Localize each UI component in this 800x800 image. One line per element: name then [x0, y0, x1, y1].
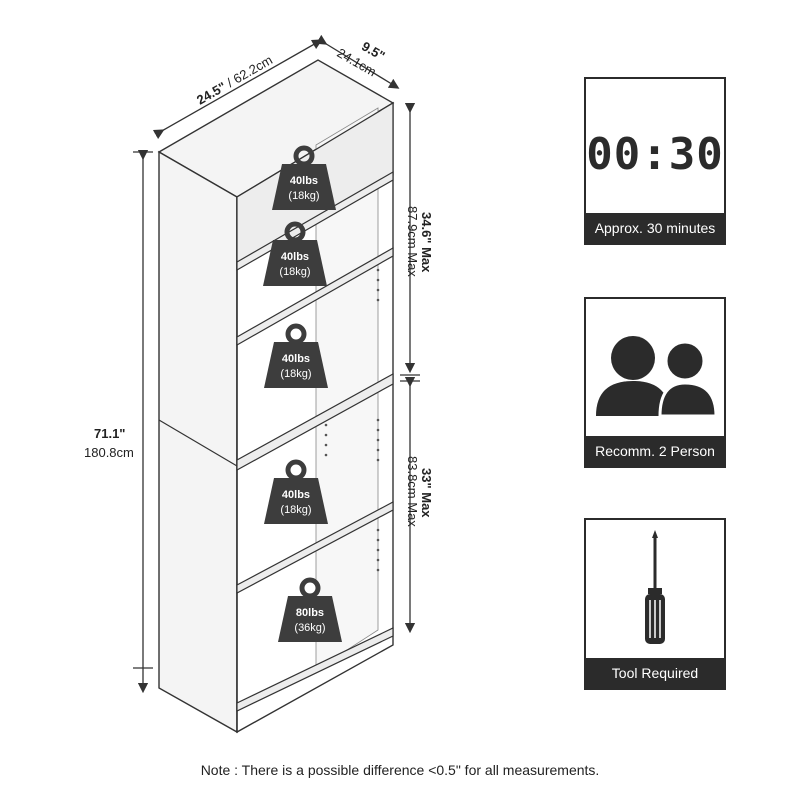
weight-icon: 40lbs (18kg) — [272, 145, 336, 210]
bookcase-side-panel — [158, 150, 238, 734]
shelf-6 — [236, 627, 394, 712]
shelf-3 — [236, 246, 394, 347]
weight-icon: 40lbs (18kg) — [263, 221, 327, 286]
shelf-4 — [236, 372, 394, 472]
two-persons-icon — [596, 336, 718, 418]
persons-required-card: Recomm. 2 Person — [584, 297, 726, 468]
weight-kg-label: (18kg) — [279, 266, 310, 278]
tool-required-label: Tool Required — [586, 658, 724, 688]
weight-lbs-label: 40lbs — [282, 353, 310, 365]
height-cm-label: 180.8cm — [84, 445, 134, 460]
height-inch-label: 71.1" — [94, 426, 125, 441]
weight-kg-label: (18kg) — [280, 504, 311, 516]
weight-lbs-label: 40lbs — [281, 251, 309, 263]
assembly-time-label: Approx. 30 minutes — [586, 213, 724, 243]
dimension-lines — [133, 34, 420, 694]
weight-kg-label: (36kg) — [294, 622, 325, 634]
screwdriver-icon — [645, 530, 665, 644]
timer-icon: 00:30 — [586, 129, 724, 180]
weight-icon: 40lbs (18kg) — [264, 323, 328, 388]
shelf-5 — [236, 501, 394, 594]
weight-lbs-label: 40lbs — [290, 175, 318, 187]
lower-height-cm-label: 83.8cm Max — [405, 456, 420, 527]
weight-kg-label: (18kg) — [288, 190, 319, 202]
bookcase-diagram: 24.5" / 62.2cm 9.5" 24.1cm 71.1" 180.8cm… — [84, 34, 434, 734]
tool-required-card: Tool Required — [584, 518, 726, 690]
measurement-note: Note : There is a possible difference <0… — [200, 762, 600, 778]
weight-kg-label: (18kg) — [280, 368, 311, 380]
weight-icon: 80lbs (36kg) — [278, 577, 342, 642]
lower-height-inch-label: 33" Max — [419, 468, 434, 518]
weight-lbs-label: 40lbs — [282, 489, 310, 501]
assembly-time-card: 00:30 Approx. 30 minutes — [584, 77, 726, 245]
weight-icon: 40lbs (18kg) — [264, 459, 328, 524]
persons-required-label: Recomm. 2 Person — [586, 436, 724, 466]
weight-capacity-icons: 40lbs (18kg) 40lbs (18kg) 40lbs (18kg) 40lbs (1… — [263, 145, 342, 642]
upper-height-inch-label: 34.6" Max — [419, 212, 434, 273]
upper-height-cm-label: 87.9cm Max — [405, 206, 420, 277]
weight-lbs-label: 80lbs — [296, 607, 324, 619]
